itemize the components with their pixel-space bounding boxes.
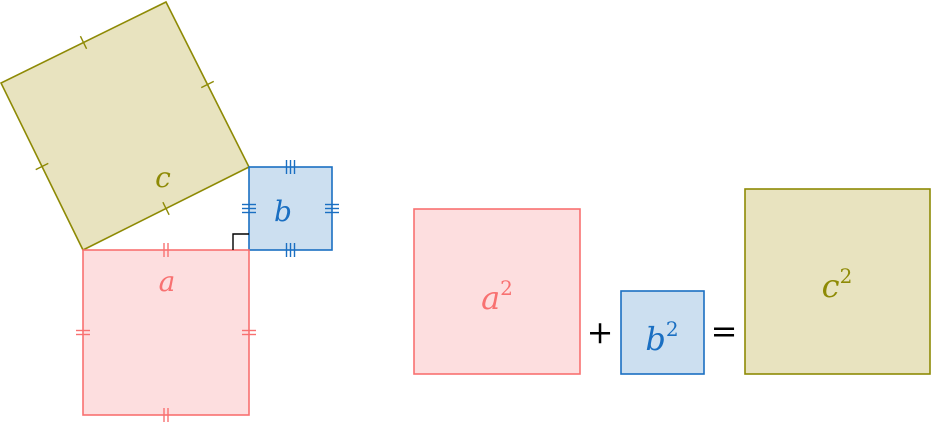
- tick-mark: [35, 162, 49, 171]
- plus-sign: +: [587, 313, 614, 351]
- square-c-squared: [744, 188, 931, 375]
- square-b-ticks: [242, 160, 339, 257]
- right-angle-marker: [232, 233, 249, 250]
- square-b-label: b: [274, 195, 292, 228]
- tick-mark: [200, 80, 215, 89]
- square-b: [248, 166, 333, 251]
- equation: a2 + b2 = c2: [413, 188, 931, 375]
- term-c-squared: c2: [822, 264, 853, 305]
- square-b-squared: [620, 290, 705, 375]
- term-b-squared: b2: [645, 317, 678, 358]
- left-figure: c b a: [0, 0, 339, 422]
- tick-mark: [162, 201, 170, 216]
- square-a: [82, 249, 250, 416]
- square-c: [0, 0, 251, 252]
- square-a-ticks: [76, 243, 256, 422]
- term-a-squared: a2: [481, 276, 513, 317]
- square-a-label: a: [159, 265, 176, 298]
- tick-mark: [79, 35, 88, 50]
- equals-sign: =: [711, 312, 738, 350]
- square-c-label: c: [155, 161, 171, 194]
- square-a-squared: [413, 208, 581, 375]
- square-c-ticks: [35, 35, 215, 216]
